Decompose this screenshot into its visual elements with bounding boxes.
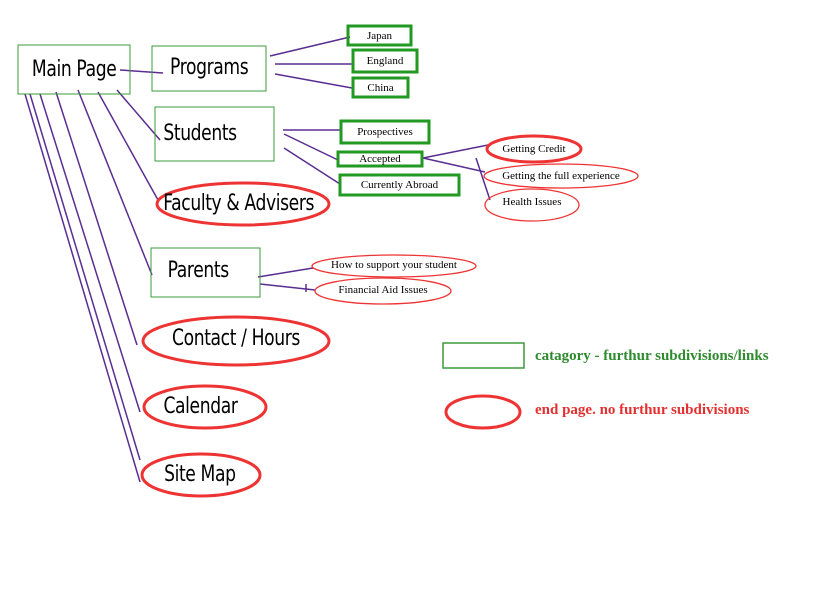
how-to-support-label: How to support your student bbox=[331, 259, 457, 271]
getting-experience-label: Getting the full experience bbox=[502, 170, 620, 182]
parents-box bbox=[150, 247, 261, 298]
contact-hours-node[interactable]: Contact / Hours bbox=[150, 318, 322, 358]
currently-abroad-label: Currently Abroad bbox=[360, 179, 439, 191]
getting-credit-ellipse bbox=[485, 134, 583, 164]
connector-lines bbox=[24, 36, 491, 483]
connector-accepted-credit bbox=[422, 144, 489, 159]
financial-aid-label: Financial Aid Issues bbox=[338, 284, 428, 296]
connector-accepted-experience bbox=[422, 157, 486, 173]
connector-students-accepted bbox=[283, 133, 339, 161]
connector-main-contact bbox=[55, 91, 138, 346]
connector-main-calendar bbox=[39, 93, 141, 413]
england-node[interactable]: England bbox=[353, 50, 417, 72]
getting-credit-label: Getting Credit bbox=[502, 143, 566, 155]
china-label: China bbox=[367, 81, 394, 94]
connector-students-abroad bbox=[283, 147, 341, 185]
legend-category-text: catagory - furthur subdivisions/links bbox=[535, 348, 769, 364]
students-label: Students bbox=[163, 120, 237, 146]
faculty-advisers-ellipse bbox=[155, 181, 331, 227]
connector-programs-china bbox=[274, 73, 353, 89]
faculty-advisers-label: Faculty & Advisers bbox=[163, 190, 315, 216]
main-page-label: Main Page bbox=[31, 57, 117, 82]
prospectives-label: Prospectives bbox=[357, 126, 413, 138]
site-map-ellipse bbox=[140, 452, 262, 498]
health-issues-label: Health Issues bbox=[502, 196, 562, 208]
legend-endpage-swatch bbox=[444, 394, 522, 430]
getting-credit-node[interactable]: Getting Credit bbox=[487, 140, 581, 158]
connector-programs-japan bbox=[269, 36, 351, 57]
site-map-node[interactable]: Site Map bbox=[150, 454, 250, 494]
england-box bbox=[351, 48, 419, 74]
calendar-label: Calendar bbox=[162, 393, 238, 419]
students-node[interactable]: Students bbox=[150, 112, 250, 154]
programs-box bbox=[151, 45, 267, 92]
legend-endpage-text: end page. no furthur subdivisions bbox=[535, 402, 750, 418]
calendar-ellipse bbox=[142, 384, 268, 430]
students-box bbox=[154, 106, 275, 162]
calendar-node[interactable]: Calendar bbox=[150, 386, 250, 426]
main-page-node[interactable]: Main Page bbox=[18, 45, 130, 94]
accepted-box bbox=[336, 150, 424, 168]
england-label: England bbox=[366, 55, 404, 67]
how-to-support-node[interactable]: How to support your student bbox=[312, 256, 476, 274]
getting-experience-ellipse bbox=[483, 163, 639, 189]
faculty-advisers-node[interactable]: Faculty & Advisers bbox=[150, 183, 328, 223]
parents-node[interactable]: Parents bbox=[148, 250, 248, 290]
accepted-node[interactable]: Accepted bbox=[338, 152, 422, 166]
financial-aid-ellipse bbox=[314, 277, 452, 305]
prospectives-node[interactable]: Prospectives bbox=[341, 121, 429, 143]
health-issues-ellipse bbox=[484, 188, 580, 222]
how-to-support-ellipse bbox=[311, 254, 477, 278]
legend-category-swatch bbox=[442, 342, 525, 369]
health-issues-node[interactable]: Health Issues bbox=[485, 192, 579, 212]
site-map-label: Site Map bbox=[164, 461, 236, 487]
connector-main-sitemap-a bbox=[29, 93, 141, 461]
japan-label: Japan bbox=[366, 29, 393, 42]
programs-node[interactable]: Programs bbox=[152, 46, 266, 88]
currently-abroad-box bbox=[338, 173, 461, 197]
node-shapes bbox=[17, 24, 639, 498]
connector-main-programs bbox=[119, 69, 164, 74]
contact-hours-ellipse bbox=[141, 315, 331, 367]
contact-hours-label: Contact / Hours bbox=[172, 325, 300, 351]
connector-main-faculty bbox=[97, 91, 159, 201]
financial-aid-node[interactable]: Financial Aid Issues bbox=[315, 281, 451, 299]
programs-label: Programs bbox=[169, 54, 249, 80]
currently-abroad-node[interactable]: Currently Abroad bbox=[340, 175, 459, 195]
parents-label: Parents bbox=[167, 257, 229, 283]
getting-experience-node[interactable]: Getting the full experience bbox=[484, 167, 638, 185]
china-node[interactable]: China bbox=[353, 78, 408, 97]
prospectives-box bbox=[339, 119, 431, 145]
connector-accepted-health bbox=[475, 157, 491, 201]
connector-main-parents bbox=[77, 89, 153, 276]
japan-box bbox=[346, 24, 413, 47]
accepted-label: Accepted bbox=[359, 153, 401, 165]
china-box bbox=[351, 76, 410, 99]
connector-main-sitemap-b bbox=[24, 93, 141, 483]
connector-parents-support bbox=[257, 267, 314, 278]
main-page-box bbox=[17, 44, 131, 95]
japan-node[interactable]: Japan bbox=[348, 26, 411, 45]
connector-main-students bbox=[116, 89, 161, 141]
